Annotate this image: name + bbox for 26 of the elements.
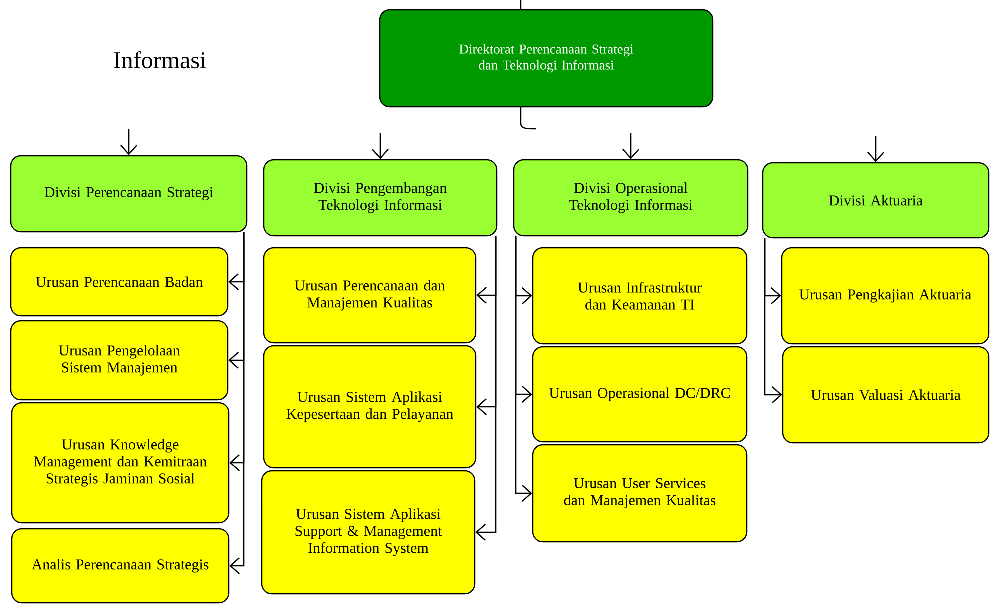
division-box: Divisi Operasional Teknologi Informasi (513, 159, 749, 237)
unit-box: Urusan Pengelolaan Sistem Manajemen (10, 320, 229, 401)
division-box: Divisi Aktuaria (762, 162, 990, 239)
unit-box: Urusan Operasional DC/DRC (532, 346, 748, 443)
arrow (515, 236, 532, 502)
unit-box: Urusan Knowledge Management dan Kemitraan Strategis Jaminan Sosial (11, 402, 230, 524)
directorate-box: Direktorat Perencanaan Strategi dan Teknologi Informasi (379, 9, 714, 108)
unit-box: Urusan Sistem Aplikasi Support & Management Information System (261, 470, 476, 595)
unit-box: Analis Perencanaan Strategis (11, 528, 230, 604)
unit-box: Urusan Infrastruktur dan Keamanan TI (532, 247, 748, 345)
unit-box: Urusan Valuasi Aktuaria (782, 346, 990, 444)
arrow (476, 236, 497, 541)
arrow (868, 152, 884, 162)
arrow (622, 148, 640, 160)
arrow (372, 148, 389, 160)
unit-box: Urusan Sistem Aplikasi Kepesertaan dan Pelayanan (263, 345, 477, 469)
unit-box: Urusan User Services dan Manajemen Kualitas (532, 444, 748, 543)
arrow (764, 238, 782, 404)
division-box: Divisi Pengembangan Teknologi Informasi (263, 159, 498, 237)
arrow (120, 144, 138, 156)
arrow (230, 232, 245, 574)
unit-box: Urusan Pengkajian Aktuaria (781, 247, 990, 345)
unit-box: Urusan Perencanaan dan Manajemen Kualitas (263, 247, 477, 344)
division-box: Divisi Perencanaan Strategi (10, 155, 248, 233)
heading-text: Informasi (114, 51, 206, 69)
unit-box: Urusan Perencanaan Badan (10, 247, 229, 317)
